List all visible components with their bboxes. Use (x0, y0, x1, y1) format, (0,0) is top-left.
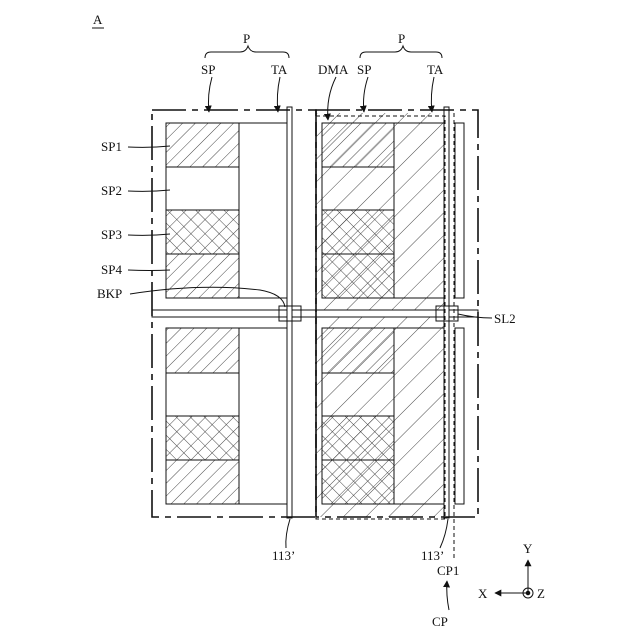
subpixel-tr-1 (322, 123, 394, 167)
113-right-leader (440, 519, 448, 548)
subpixel-sp2 (166, 167, 239, 210)
ta-right-label: TA (427, 62, 444, 77)
subpixel-br-4 (322, 460, 394, 504)
subpixel-tr-4 (322, 254, 394, 298)
sp-left-arrow (208, 77, 212, 112)
sp3-leader (128, 234, 170, 235)
sp-right-arrow (364, 77, 369, 112)
dma-label: DMA (318, 62, 349, 77)
p-left-label: P (243, 31, 250, 46)
113-left-leader (286, 519, 290, 548)
sl2-label: SL2 (494, 311, 516, 326)
subpixel-tr-3 (322, 210, 394, 254)
subpixel-bl-4 (166, 460, 239, 504)
sp3-label: SP3 (101, 227, 122, 242)
113-left-label: 113’ (272, 548, 295, 563)
ta-left-label: TA (271, 62, 288, 77)
z-axis-dot (526, 591, 530, 595)
p-brace-left (205, 46, 289, 58)
sp4-leader (128, 270, 170, 271)
113-right-label: 113’ (421, 548, 444, 563)
z-axis-label: Z (537, 586, 545, 601)
subpixel-sp4 (166, 254, 239, 298)
sp-left-label: SP (201, 62, 215, 77)
p-right-label: P (398, 31, 405, 46)
ta-right-arrow (431, 77, 434, 112)
subpixel-bl-1 (166, 328, 239, 373)
subpixel-br-3 (322, 416, 394, 460)
subpixel-bl-2 (166, 373, 239, 416)
display-structure (152, 107, 478, 560)
p-brace-right (360, 46, 442, 58)
edge-rect-top-right (455, 123, 464, 298)
subpixel-bl-3 (166, 416, 239, 460)
subpixel-br-1 (322, 328, 394, 373)
scan-line-sl2 (152, 310, 478, 317)
sp1-label: SP1 (101, 139, 122, 154)
cp-label: CP (432, 614, 448, 629)
panel-label: A (93, 12, 103, 27)
bkp-label: BKP (97, 286, 122, 301)
y-axis-label: Y (523, 541, 533, 556)
x-axis-label: X (478, 586, 488, 601)
sp1-leader (128, 146, 170, 147)
sp-right-label: SP (357, 62, 371, 77)
subpixel-sp3 (166, 210, 239, 254)
subpixel-sp1 (166, 123, 239, 167)
cp1-label: CP1 (437, 563, 459, 578)
axis-indicator (495, 560, 533, 598)
sp2-label: SP2 (101, 183, 122, 198)
top-labels (205, 46, 442, 120)
edge-rect-bottom-right (455, 328, 464, 504)
ta-left-arrow (277, 77, 280, 112)
cp-arrow (447, 581, 449, 610)
sp2-leader (128, 190, 170, 191)
sp4-label: SP4 (101, 262, 122, 277)
vertical-line-left (287, 107, 292, 518)
